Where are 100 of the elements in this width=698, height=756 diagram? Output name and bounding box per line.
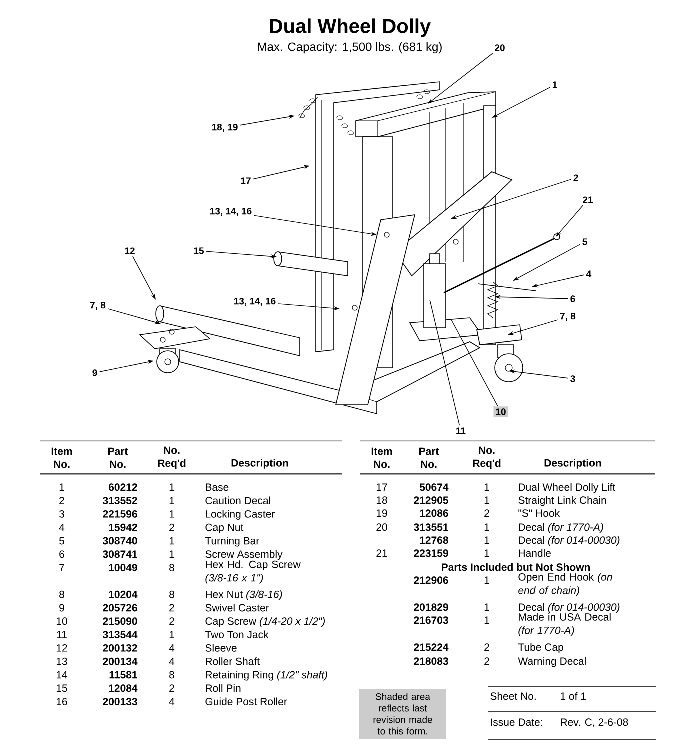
callout-number: 13, 14, 16	[234, 298, 276, 306]
leader-line	[430, 300, 460, 426]
item-number: 6	[60, 550, 64, 558]
part-number: 221596	[103, 510, 138, 518]
callout-number: 20	[495, 44, 505, 52]
item-number: 17	[376, 484, 388, 491]
quantity: 1	[484, 550, 490, 557]
description: Swivel Caster	[206, 604, 270, 612]
callout-number: 6	[570, 296, 576, 302]
quantity: 1	[484, 604, 490, 611]
part-number: 12086	[420, 510, 448, 518]
item-number: 10	[56, 618, 68, 626]
part-number: 215224	[414, 644, 449, 652]
sheet-info: 1 of 1	[561, 692, 586, 700]
callout-number: 2	[574, 174, 578, 182]
quantity: 8	[170, 590, 174, 598]
part-number: 11581	[110, 671, 138, 679]
part-number: 212905	[414, 496, 448, 504]
part-number: 200134	[103, 658, 138, 666]
description: Two Ton Jack	[205, 630, 269, 639]
part-number: 223159	[414, 550, 448, 558]
quantity: 1	[170, 510, 174, 518]
column-header: Description	[544, 459, 602, 469]
description: Open End Hook (on end of chain)	[518, 573, 612, 596]
description: Decal (for 014-00030)	[519, 536, 620, 546]
item-number: 9	[60, 604, 64, 612]
callout-number: 4	[586, 270, 592, 278]
quantity: 2	[484, 644, 490, 651]
title: Dual Wheel Dolly	[270, 18, 431, 38]
quantity: 4	[169, 698, 175, 706]
item-number: 21	[376, 550, 388, 557]
description: Base	[206, 484, 229, 492]
description: Decal (for 014-00030)	[519, 603, 620, 614]
callout-number: 5	[582, 238, 588, 246]
column-header: Item No.	[52, 448, 72, 468]
part-number: 308741	[103, 550, 138, 558]
description: Roller Shaft	[206, 658, 260, 666]
callout-number: 18, 19	[212, 124, 238, 132]
description: Caution Decal	[206, 496, 270, 505]
callout-number: 11	[456, 428, 466, 434]
item-number: 1	[60, 484, 64, 491]
quantity: 1	[484, 484, 490, 491]
callout-number: 7, 8	[90, 302, 106, 310]
description: Hex Nut (3/8-16)	[206, 590, 282, 600]
quantity: 1	[484, 496, 490, 504]
callout-number: 13, 14, 16	[210, 208, 252, 216]
description: Cap Nut	[206, 524, 244, 534]
description: Tube Cap	[518, 643, 564, 654]
quantity: 8	[170, 564, 174, 572]
part-number: 205726	[103, 604, 138, 612]
part-number: 313551	[414, 524, 448, 532]
callout-number: 17	[241, 178, 251, 184]
part-number: 15942	[109, 524, 138, 532]
quantity: 1	[170, 550, 174, 558]
item-number: 14	[56, 671, 68, 679]
callout-number: 15	[194, 248, 204, 254]
item-number: 5	[60, 537, 64, 545]
quantity: 1	[170, 497, 174, 504]
description: Screw Assembly	[206, 550, 283, 560]
leader-line	[556, 205, 584, 237]
item-number: 11	[57, 631, 67, 638]
description: Hex Hd. Cap Screw (3/8-16 x 1")	[206, 560, 301, 584]
callout-number: 1	[552, 82, 558, 88]
leader-line	[450, 318, 498, 407]
column-header: Part No.	[108, 448, 128, 468]
part-number: 313552	[103, 497, 138, 505]
part-number: 308740	[103, 537, 138, 545]
part-number: 10204	[109, 590, 138, 598]
description: Made in USA Decal (for 1770-A)	[518, 613, 611, 636]
subtitle: Max. Capacity: 1,500 lbs. (681 kg)	[258, 42, 442, 54]
callout-number: 12	[125, 248, 135, 254]
part-number: 50674	[420, 484, 449, 492]
item-number: 12	[56, 644, 68, 652]
column-header: No. Req'd	[473, 446, 501, 470]
description: Straight Link Chain	[518, 496, 606, 506]
callout-number: 3	[570, 376, 576, 382]
item-number: 8	[60, 590, 64, 598]
part-number: 10049	[109, 564, 138, 572]
quantity: 4	[169, 644, 175, 652]
quantity: 2	[170, 604, 174, 612]
callout-number: 10	[494, 406, 508, 418]
description: Turning Bar	[205, 537, 260, 547]
part-number: 12084	[109, 684, 138, 692]
part-number: 212906	[414, 576, 448, 584]
quantity: 1	[484, 616, 490, 624]
quantity: 1	[170, 537, 174, 545]
quantity: 2	[484, 658, 490, 665]
part-number: 200133	[103, 698, 138, 706]
description: Cap Screw (1/4-20 x 1/2")	[206, 617, 325, 628]
column-header: No. Req'd	[158, 446, 186, 470]
description: Locking Caster	[206, 510, 276, 520]
quantity: 1	[170, 631, 174, 638]
sheet-info: Issue Date:	[491, 718, 542, 726]
description: Handle	[519, 549, 551, 558]
description: Decal (for 1770-A)	[519, 523, 604, 534]
item-number: 19	[376, 510, 388, 518]
sheet-info: Sheet No.	[490, 692, 536, 700]
part-number: 218083	[414, 658, 448, 666]
quantity: 2	[170, 524, 174, 532]
callout-number: 21	[583, 196, 594, 204]
